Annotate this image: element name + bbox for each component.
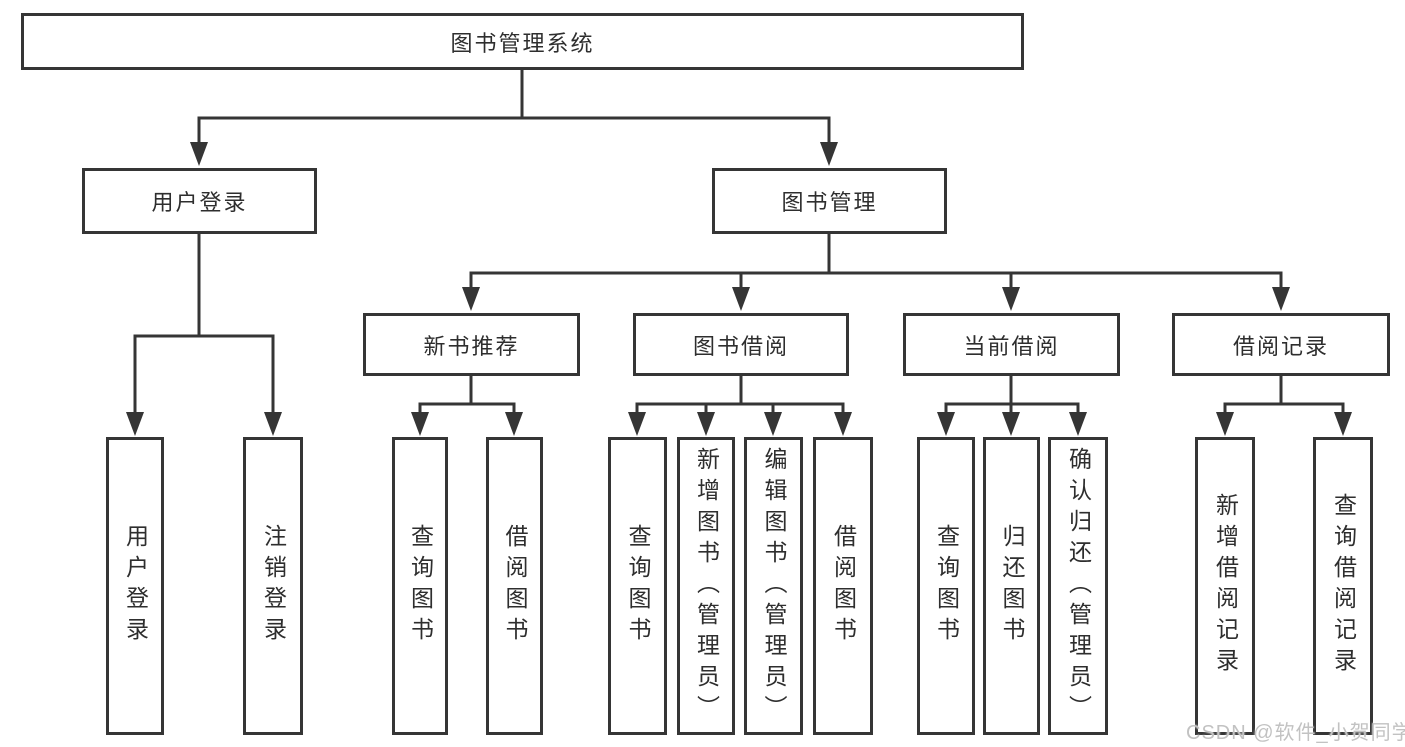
leaf-query-books-recommend: 查询图书 bbox=[392, 437, 448, 735]
node-label: 当前借阅 bbox=[963, 333, 1060, 359]
node-label: 确认归还（管理员） bbox=[1065, 446, 1092, 726]
node-label: 查询图书 bbox=[933, 524, 960, 648]
node-label: 注销登录 bbox=[260, 524, 287, 648]
node-current-borrowing: 当前借阅 bbox=[903, 313, 1120, 376]
node-label: 编辑图书（管理员） bbox=[761, 446, 787, 726]
node-label: 图书管理系统 bbox=[450, 30, 595, 56]
node-label: 新书推荐 bbox=[423, 333, 520, 359]
node-label: 图书借阅 bbox=[692, 333, 789, 359]
leaf-logout: 注销登录 bbox=[243, 437, 303, 735]
leaf-user-login: 用户登录 bbox=[106, 437, 164, 735]
leaf-edit-books-admin: 编辑图书（管理员） bbox=[744, 437, 803, 735]
leaf-borrow-books-borrowing: 借阅图书 bbox=[813, 437, 873, 735]
node-book-management: 图书管理 bbox=[712, 168, 947, 234]
node-borrowing-records: 借阅记录 bbox=[1172, 313, 1390, 376]
leaf-add-books-admin: 新增图书（管理员） bbox=[677, 437, 735, 735]
node-user-login: 用户登录 bbox=[82, 168, 317, 234]
leaf-return-books: 归还图书 bbox=[983, 437, 1040, 735]
node-label: 新增图书（管理员） bbox=[693, 446, 720, 726]
node-new-book-recommendation: 新书推荐 bbox=[363, 313, 580, 376]
leaf-borrow-books-recommend: 借阅图书 bbox=[486, 437, 543, 735]
arrowheads bbox=[126, 142, 1352, 436]
node-label: 借阅记录 bbox=[1232, 333, 1329, 359]
node-label: 查询图书 bbox=[625, 524, 651, 648]
node-label: 查询图书 bbox=[407, 524, 434, 648]
connector-paths bbox=[133, 67, 1345, 416]
node-library-management-system: 图书管理系统 bbox=[21, 13, 1024, 70]
node-label: 新增借阅记录 bbox=[1212, 493, 1239, 679]
node-label: 借阅图书 bbox=[502, 524, 528, 648]
leaf-confirm-return-admin: 确认归还（管理员） bbox=[1048, 437, 1108, 735]
node-label: 用户登录 bbox=[122, 524, 149, 648]
csdn-watermark: CSDN @软件_小贺同学 bbox=[1186, 722, 1405, 744]
leaf-query-borrow-record: 查询借阅记录 bbox=[1313, 437, 1373, 735]
node-label: 借阅图书 bbox=[830, 524, 857, 648]
node-label: 图书管理 bbox=[781, 190, 878, 215]
node-book-borrowing: 图书借阅 bbox=[633, 313, 849, 376]
node-label: 用户登录 bbox=[151, 190, 248, 215]
node-label: 查询借阅记录 bbox=[1330, 493, 1357, 679]
leaf-query-books-borrowing: 查询图书 bbox=[608, 437, 667, 735]
node-label: 归还图书 bbox=[999, 524, 1025, 648]
leaf-query-books-current: 查询图书 bbox=[917, 437, 975, 735]
leaf-add-borrow-record: 新增借阅记录 bbox=[1195, 437, 1255, 735]
